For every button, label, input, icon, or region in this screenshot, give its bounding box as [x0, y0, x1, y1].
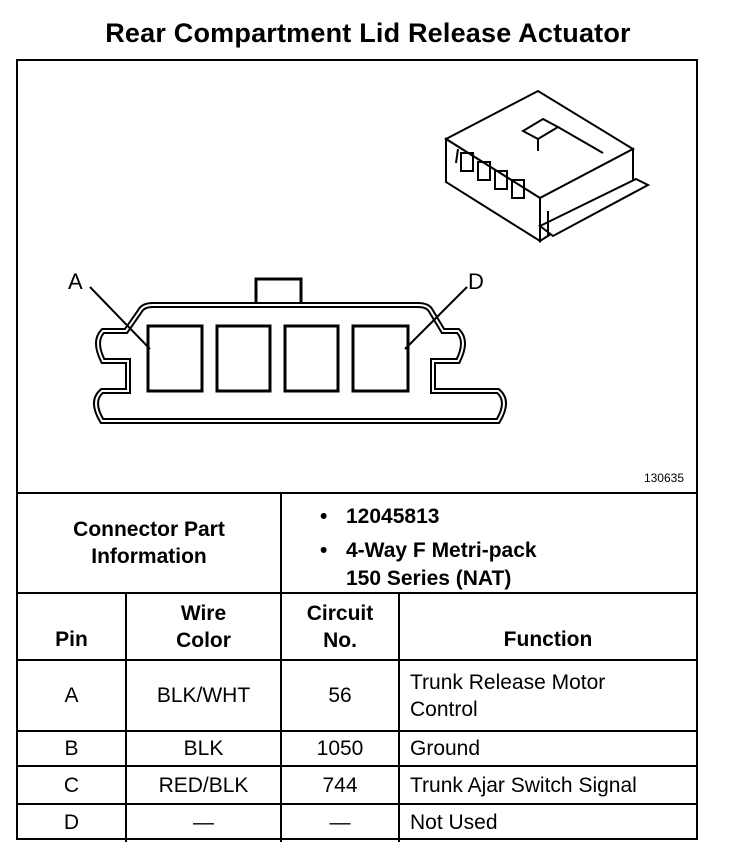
bullet: • — [320, 539, 328, 562]
divider — [18, 659, 696, 661]
table-cell-wire-color: BLK/WHT — [156, 684, 251, 707]
divider — [398, 592, 400, 842]
header-function: Function — [503, 628, 593, 651]
header-circuit-no: Circuit No. — [306, 601, 374, 652]
table-cell-wire-color: — — [193, 811, 214, 834]
pin-cavity-b — [215, 324, 272, 393]
header-wire-color: Wire Color — [176, 601, 231, 652]
table-cell-function: Not Used — [410, 811, 498, 834]
connector-3d-icon — [443, 89, 651, 243]
header-pin: Pin — [55, 628, 88, 651]
table-cell-circuit: 56 — [328, 684, 352, 707]
pin-cavity-a — [146, 324, 204, 393]
table-cell-circuit: 1050 — [316, 737, 364, 760]
table-cell-wire-color: BLK — [183, 737, 224, 760]
pin-cavity-d — [351, 324, 410, 393]
connector-info-label: Connector Part Information — [73, 518, 225, 568]
table-cell-pin: D — [63, 811, 80, 834]
connector-face-outline — [89, 277, 507, 424]
pin-label-a: A — [68, 269, 83, 294]
table-cell-circuit: — — [329, 811, 351, 834]
divider — [280, 592, 282, 842]
connector-diagram: A D — [68, 89, 651, 424]
connector-description-line1: 4-Way F Metri-pack — [346, 539, 537, 562]
pin-cavity-c — [283, 324, 340, 393]
table-cell-pin: A — [64, 684, 79, 707]
bullet: • — [320, 505, 328, 528]
divider — [125, 592, 127, 842]
table-cell-pin: B — [64, 737, 79, 760]
connector-part-number: 12045813 — [346, 505, 440, 528]
divider — [18, 730, 696, 732]
divider — [18, 492, 696, 494]
table-cell-function: Ground — [410, 737, 481, 760]
pin-label-d: D — [468, 269, 484, 294]
table-cell-function: Trunk Release Motor Control — [410, 670, 606, 721]
table-cell-pin: C — [63, 773, 80, 797]
divider — [18, 592, 696, 594]
connector-frame: A D 130635 Connector Part Information • … — [16, 59, 698, 842]
table-cell-function: Trunk Ajar Switch Signal — [410, 773, 637, 797]
divider — [18, 765, 696, 767]
divider — [280, 492, 282, 592]
divider — [18, 803, 696, 805]
figure-id: 130635 — [643, 471, 684, 485]
table-cell-circuit: 744 — [322, 773, 358, 797]
table-cell-wire-color: RED/BLK — [158, 773, 249, 797]
connector-description-line2: 150 Series (NAT) — [346, 567, 512, 590]
page-title: Rear Compartment Lid Release Actuator — [105, 18, 631, 48]
